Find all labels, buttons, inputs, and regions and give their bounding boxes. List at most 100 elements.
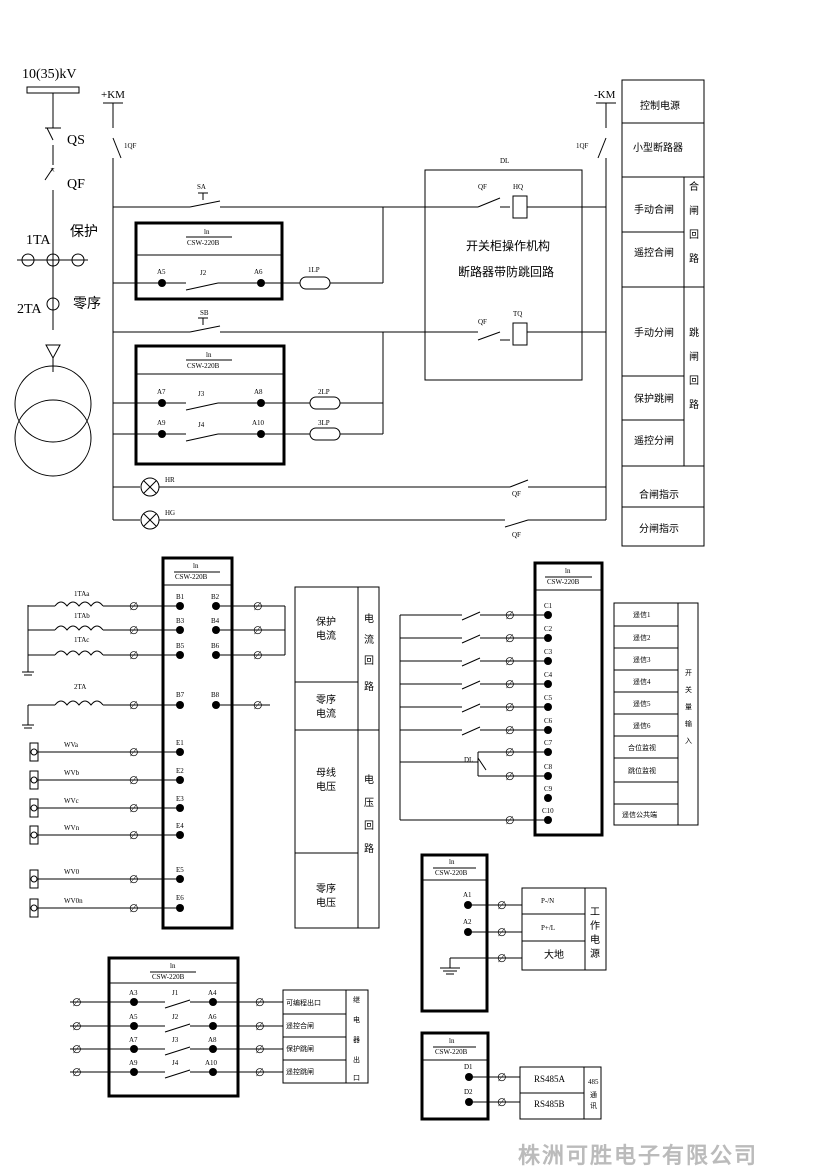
svg-text:C3: C3 bbox=[544, 648, 553, 656]
svg-text:压: 压 bbox=[364, 797, 374, 809]
svg-text:E3: E3 bbox=[176, 795, 184, 803]
svg-text:CSW-220B: CSW-220B bbox=[187, 239, 220, 247]
svg-text:J1: J1 bbox=[172, 989, 179, 997]
svg-text:B4: B4 bbox=[211, 617, 220, 625]
svg-text:路: 路 bbox=[689, 398, 699, 411]
svg-text:保护: 保护 bbox=[316, 615, 336, 628]
qf-trip-label: QF bbox=[478, 318, 487, 326]
ct-1ta-icon bbox=[17, 253, 88, 267]
svg-text:D2: D2 bbox=[464, 1088, 473, 1096]
svg-text:QF: QF bbox=[512, 531, 521, 539]
svg-text:回: 回 bbox=[364, 820, 374, 832]
svg-text:开: 开 bbox=[685, 669, 692, 677]
svg-text:大地: 大地 bbox=[544, 948, 564, 961]
mechanism-line2: 断路器带防跳回路 bbox=[458, 264, 554, 279]
svg-text:∅: ∅ bbox=[129, 747, 139, 759]
svg-text:P-/N: P-/N bbox=[541, 897, 554, 905]
svg-text:通: 通 bbox=[590, 1090, 597, 1099]
svg-text:∅: ∅ bbox=[129, 650, 139, 662]
current-rows: 1TAa 1TAb 1TAc ∅∅∅ B1 B3 B5 B2 B4 B6 ∅∅∅… bbox=[22, 590, 286, 729]
svg-text:RS485A: RS485A bbox=[534, 1074, 566, 1084]
analog-terminal-block bbox=[161, 556, 234, 930]
svg-text:A7: A7 bbox=[157, 388, 166, 396]
svg-text:J3: J3 bbox=[172, 1036, 179, 1044]
ta2-label: 2TA bbox=[17, 302, 42, 317]
svg-text:A4: A4 bbox=[208, 989, 217, 997]
svg-text:电压: 电压 bbox=[316, 780, 336, 793]
svg-text:1LP: 1LP bbox=[308, 266, 320, 274]
sa-label: SA bbox=[197, 183, 206, 191]
qf-label: QF bbox=[67, 177, 85, 192]
qs-label: QS bbox=[67, 133, 85, 148]
svg-text:讯: 讯 bbox=[590, 1102, 597, 1110]
svg-text:B5: B5 bbox=[176, 642, 185, 650]
svg-text:A6: A6 bbox=[208, 1013, 217, 1021]
svg-text:CSW-220B: CSW-220B bbox=[547, 578, 580, 586]
svg-text:流: 流 bbox=[364, 633, 374, 646]
svg-text:∅: ∅ bbox=[129, 830, 139, 842]
lp2-icon bbox=[309, 396, 341, 410]
control-legend: 控制电源 小型断路器 手动合闸 遥控合闸 合 闸 回 路 手动分闸 保护跳闸 遥… bbox=[621, 79, 705, 547]
svg-text:ln: ln bbox=[449, 1037, 455, 1045]
ta2-desc: 零序 bbox=[73, 296, 101, 312]
svg-text:电: 电 bbox=[364, 612, 374, 625]
svg-text:遥信3: 遥信3 bbox=[633, 655, 651, 664]
relay-box-close bbox=[134, 221, 284, 301]
svg-text:电流: 电流 bbox=[316, 629, 336, 642]
svg-text:∅: ∅ bbox=[255, 1067, 265, 1079]
svg-text:∅: ∅ bbox=[505, 656, 515, 668]
svg-text:QF: QF bbox=[512, 490, 521, 498]
svg-text:C9: C9 bbox=[544, 785, 553, 793]
svg-text:跳: 跳 bbox=[689, 326, 699, 339]
primary-circuit: 10(35)kV QS × QF 1TA 保护 2TA 零序 bbox=[14, 67, 101, 477]
svg-text:CSW-220B: CSW-220B bbox=[435, 869, 468, 877]
svg-text:2LP: 2LP bbox=[318, 388, 330, 396]
svg-text:回: 回 bbox=[689, 375, 699, 387]
svg-text:C8: C8 bbox=[544, 763, 553, 771]
busbar bbox=[26, 86, 80, 94]
svg-text:D1: D1 bbox=[464, 1063, 473, 1071]
svg-text:J3: J3 bbox=[198, 390, 205, 398]
svg-text:J4: J4 bbox=[172, 1059, 179, 1067]
svg-text:ln: ln bbox=[565, 567, 571, 575]
voltage-label: 10(35)kV bbox=[22, 67, 76, 82]
svg-text:B3: B3 bbox=[176, 617, 185, 625]
sb-label: SB bbox=[200, 309, 209, 317]
voltage-rows: WVa WVb WVc WVn WV0 WV0n ∅∅ ∅∅ ∅∅ E1 E2 … bbox=[29, 739, 184, 918]
company-name: 株洲可胜电子有限公司 bbox=[518, 1143, 758, 1169]
svg-text:1TAb: 1TAb bbox=[74, 612, 90, 620]
svg-text:回: 回 bbox=[689, 229, 699, 241]
svg-text:A2: A2 bbox=[463, 918, 472, 926]
svg-text:可编程出口: 可编程出口 bbox=[286, 998, 321, 1007]
svg-text:器: 器 bbox=[353, 1036, 360, 1044]
svg-text:工: 工 bbox=[590, 907, 600, 918]
hq-coil-icon bbox=[512, 195, 528, 219]
relay-terminal-block bbox=[107, 956, 240, 1098]
svg-text:∅: ∅ bbox=[505, 679, 515, 691]
comm-terminal-block bbox=[420, 1031, 490, 1121]
svg-text:遥控分闸: 遥控分闸 bbox=[634, 434, 674, 447]
svg-text:∅: ∅ bbox=[253, 700, 263, 712]
qf-close-label: QF bbox=[478, 183, 487, 191]
svg-text:∅: ∅ bbox=[253, 625, 263, 637]
svg-text:∅: ∅ bbox=[505, 771, 515, 783]
svg-text:∅: ∅ bbox=[129, 700, 139, 712]
svg-text:B6: B6 bbox=[211, 642, 220, 650]
power-terminal-block bbox=[420, 853, 489, 1013]
svg-text:母线: 母线 bbox=[316, 766, 336, 779]
svg-text:C2: C2 bbox=[544, 625, 553, 633]
svg-text:出: 出 bbox=[353, 1055, 360, 1064]
svg-text:闸: 闸 bbox=[689, 350, 699, 363]
svg-text:1TAa: 1TAa bbox=[74, 590, 90, 598]
svg-text:∅: ∅ bbox=[505, 815, 515, 827]
svg-text:∅: ∅ bbox=[253, 650, 263, 662]
svg-text:A1: A1 bbox=[463, 891, 472, 899]
svg-text:源: 源 bbox=[590, 947, 600, 960]
pos-bus-label: +KM bbox=[101, 89, 125, 101]
svg-text:∅: ∅ bbox=[72, 1021, 82, 1033]
svg-text:C4: C4 bbox=[544, 671, 553, 679]
svg-text:∅: ∅ bbox=[497, 900, 507, 912]
relay-box-trip bbox=[134, 344, 286, 466]
svg-text:保护跳闸: 保护跳闸 bbox=[286, 1044, 314, 1053]
